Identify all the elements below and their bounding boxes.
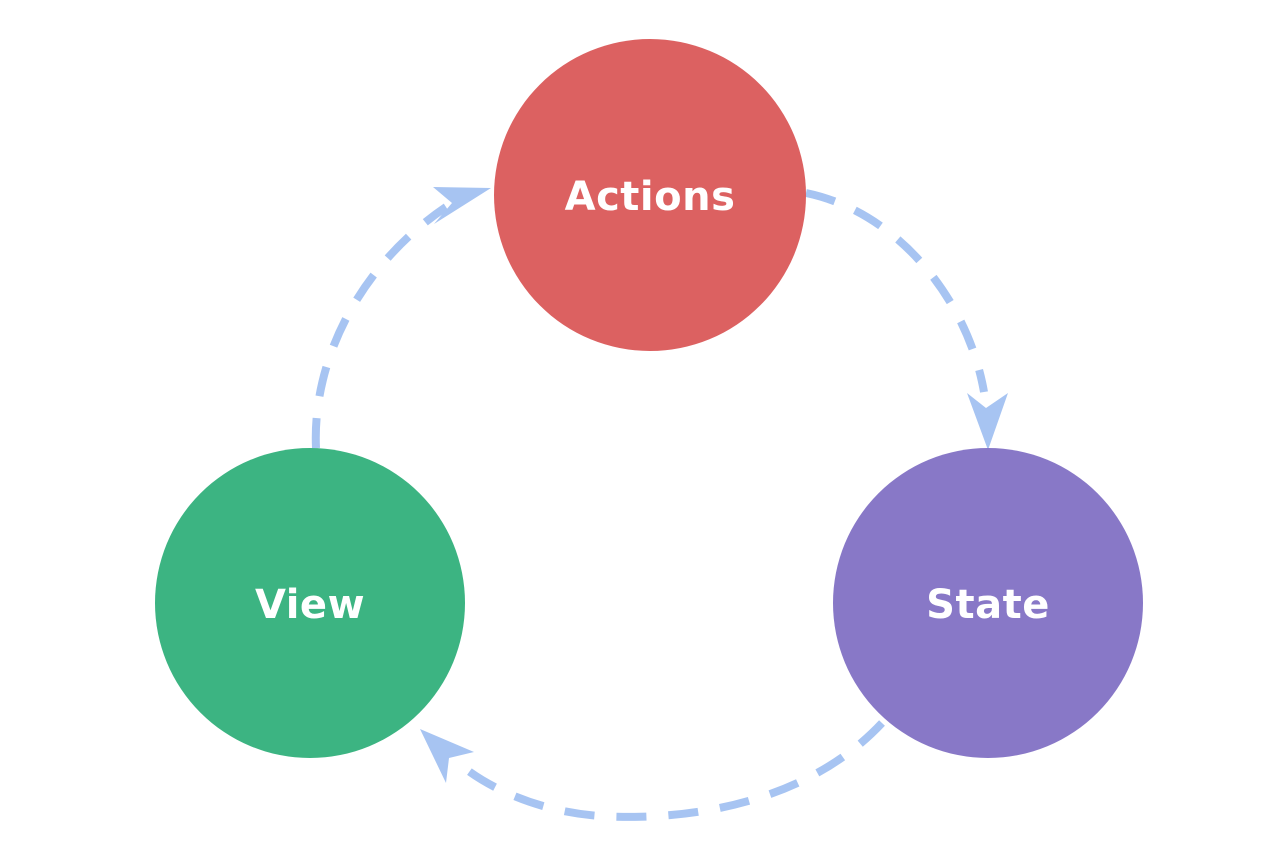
edge-view-to-actions: [311, 187, 491, 449]
edge-view-to-actions-path: [311, 203, 449, 449]
edge-state-to-view: [420, 720, 885, 821]
edge-actions-to-state-path: [805, 189, 988, 393]
node-view[interactable]: View: [155, 448, 465, 758]
edge-actions-to-state: [805, 189, 1008, 450]
edge-state-to-view-arrowhead: [420, 729, 474, 783]
node-state[interactable]: State: [833, 448, 1143, 758]
edge-group: [311, 187, 1008, 821]
node-actions-circle[interactable]: [494, 39, 806, 351]
node-view-circle[interactable]: [155, 448, 465, 758]
node-state-circle[interactable]: [833, 448, 1143, 758]
edge-state-to-view-path: [459, 720, 885, 821]
node-actions[interactable]: Actions: [494, 39, 806, 351]
node-state-label: State: [926, 582, 1050, 628]
edge-view-to-actions-arrowhead: [433, 187, 491, 224]
node-actions-label: Actions: [565, 174, 736, 220]
edge-actions-to-state-arrowhead: [967, 393, 1008, 450]
node-view-label: View: [255, 582, 365, 628]
